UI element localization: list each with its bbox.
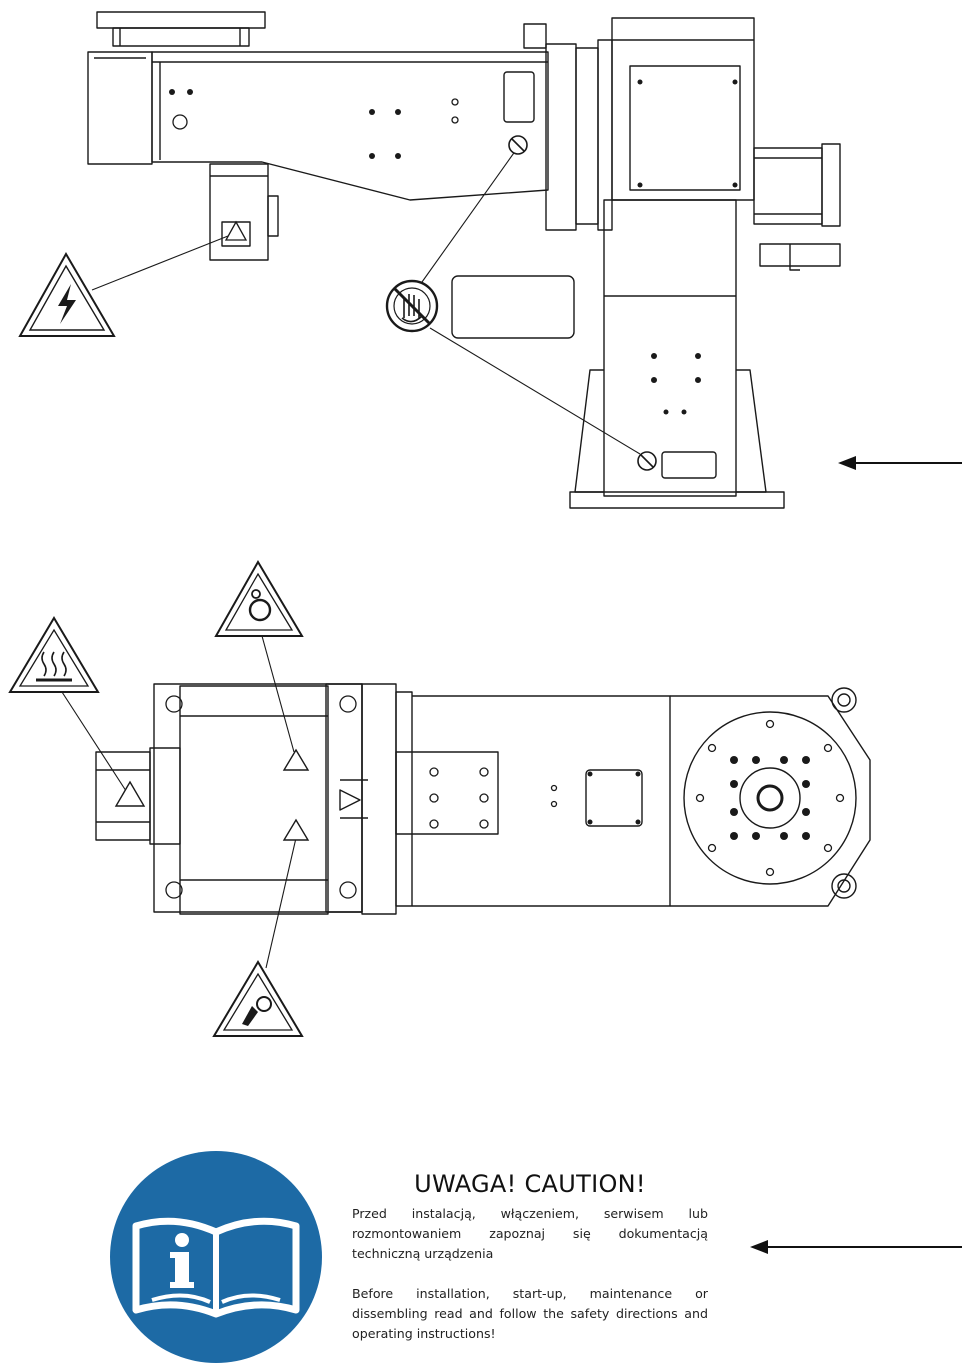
small-no-touch-label-icon: [637, 451, 657, 471]
caution-text-english: Before installation, start-up, maintenan…: [352, 1286, 708, 1341]
side-view-drawing: [18, 11, 841, 509]
small-warning-label-icon: [114, 780, 146, 807]
top-view-drawing: [8, 560, 871, 1037]
hand-crush-warning-icon: [212, 960, 304, 1037]
high-voltage-warning-icon: [18, 251, 116, 337]
caution-notice: UWAGA! CAUTION! Przed instalacją, włącze…: [352, 1170, 708, 1344]
caution-text-polish: Przed instalacją, włączeniem, serwisem l…: [352, 1206, 708, 1261]
small-warning-label-icon: [224, 220, 248, 241]
read-manual-icon: [110, 1151, 322, 1363]
small-warning-label-icon: [282, 748, 310, 771]
caution-title: UWAGA! CAUTION!: [414, 1170, 646, 1198]
small-no-touch-label-icon: [508, 135, 528, 155]
do-not-touch-prohibition-icon: [385, 279, 439, 333]
hot-surface-warning-icon: [8, 616, 100, 693]
ring-hazard-warning-icon: [214, 560, 304, 637]
arrow-caution-notice: [750, 1240, 962, 1254]
small-warning-label-icon: [282, 818, 310, 841]
